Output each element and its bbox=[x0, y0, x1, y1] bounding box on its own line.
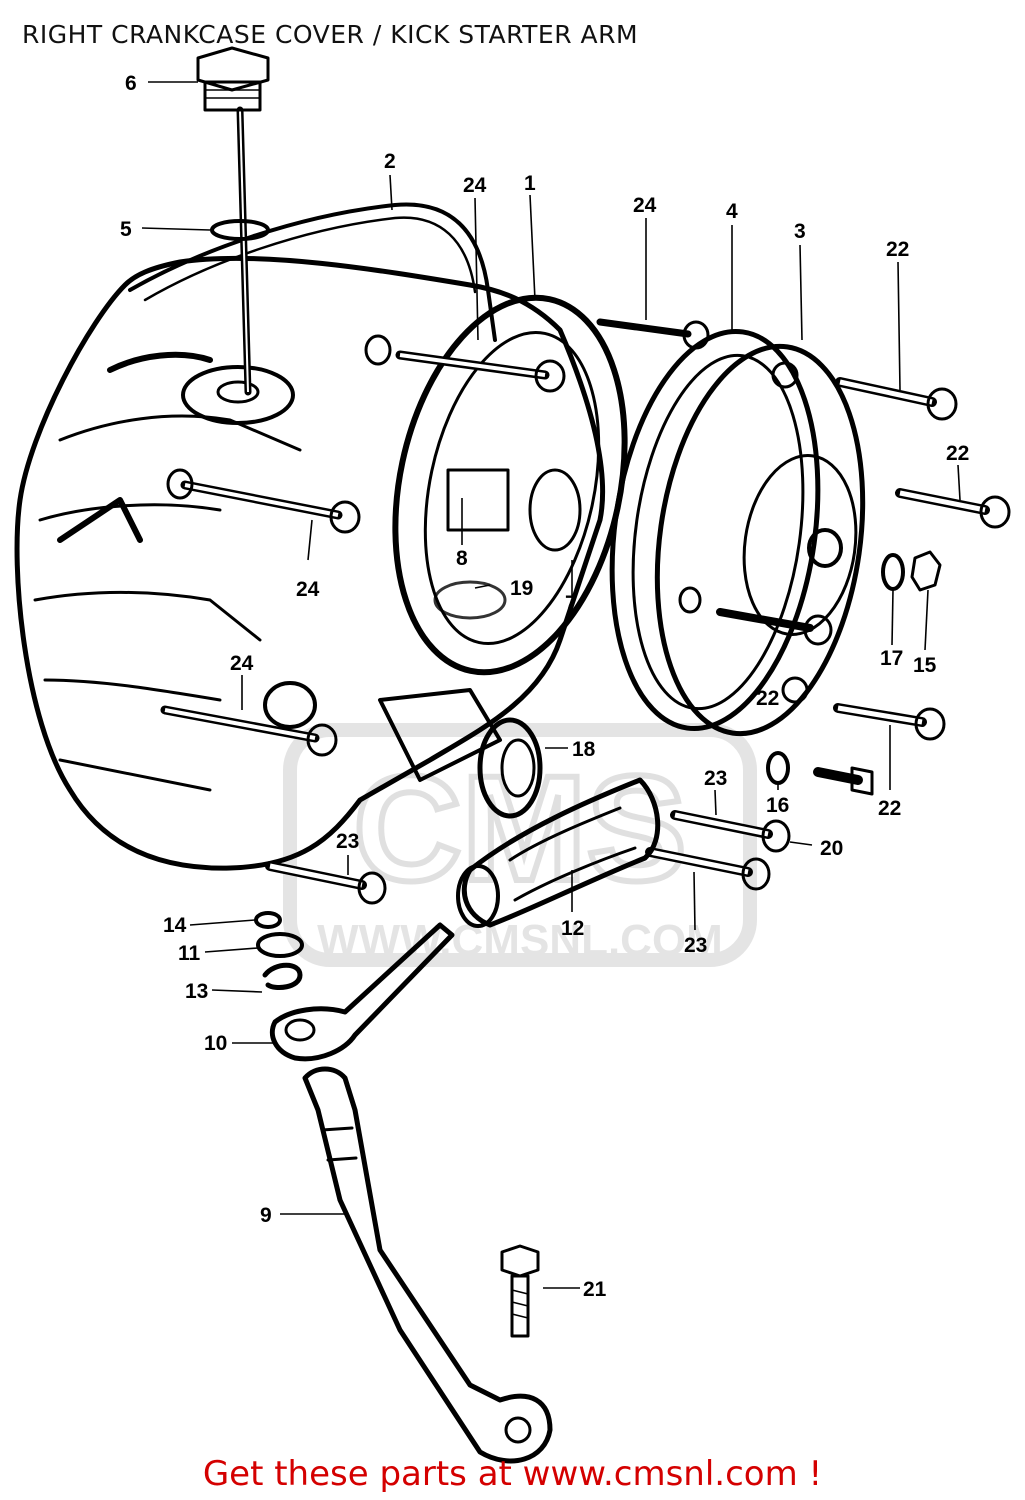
gasket-inner-edge bbox=[143, 216, 477, 302]
footer-link[interactable]: Get these parts at www.cmsnl.com ! bbox=[202, 1454, 823, 1494]
callout-23-c: 23 bbox=[684, 934, 707, 957]
screw-24-right bbox=[596, 318, 710, 350]
callout-23-b: 23 bbox=[336, 830, 359, 853]
oil-dipstick bbox=[196, 46, 270, 396]
spring-13 bbox=[262, 962, 303, 990]
callout-8: 8 bbox=[456, 547, 468, 570]
callout-17: 17 bbox=[880, 647, 903, 670]
clutch-cover bbox=[654, 343, 866, 737]
callout-23-a: 23 bbox=[704, 767, 727, 790]
callout-10: 10 bbox=[204, 1032, 227, 1055]
callout-20: 20 bbox=[820, 837, 843, 860]
page-title: RIGHT CRANKCASE COVER / KICK STARTER ARM bbox=[22, 20, 639, 49]
nut-15 bbox=[910, 550, 942, 592]
screw-22-center bbox=[716, 608, 833, 646]
callout-18: 18 bbox=[572, 738, 596, 761]
kick-starter-pedal bbox=[302, 1066, 553, 1464]
callout-13: 13 bbox=[185, 980, 208, 1003]
callout-16: 16 bbox=[766, 794, 789, 817]
gasket bbox=[128, 202, 497, 342]
leader-lines bbox=[141, 81, 961, 1289]
bolt-21 bbox=[500, 1244, 540, 1338]
screw-24-lower bbox=[160, 705, 338, 757]
callout-15: 15 bbox=[913, 654, 937, 677]
kick-starter-arm bbox=[269, 922, 455, 1062]
callout-6: 6 bbox=[125, 72, 137, 95]
watermark-logo-text: CMS bbox=[353, 744, 686, 912]
callout-24-d: 24 bbox=[230, 652, 254, 675]
screw-23-right-upper bbox=[670, 810, 791, 853]
washer-17 bbox=[881, 553, 905, 591]
screw-22-lower bbox=[833, 703, 946, 741]
washer-11 bbox=[256, 932, 304, 958]
callout-24-b: 24 bbox=[633, 194, 657, 217]
oil-seal-18 bbox=[477, 717, 543, 819]
washer-16 bbox=[766, 751, 790, 785]
callout-22-b: 22 bbox=[946, 442, 969, 465]
callout-2: 2 bbox=[384, 150, 396, 173]
callout-22-a: 22 bbox=[886, 238, 909, 261]
callout-4: 4 bbox=[726, 200, 738, 223]
screw-23-right-lower bbox=[645, 847, 771, 891]
screw-23-left bbox=[265, 861, 387, 905]
callout-5: 5 bbox=[120, 218, 132, 241]
callout-3: 3 bbox=[794, 220, 806, 243]
screw-24-middle bbox=[166, 468, 361, 534]
screw-24-top bbox=[364, 334, 566, 393]
callout-labels: 6 5 2 24 1 24 4 3 22 22 8 19 7 24 24 17 … bbox=[120, 72, 969, 1301]
watermark-url: WWW.CMSNL.COM bbox=[317, 916, 723, 965]
washer-14 bbox=[254, 911, 282, 929]
watermark: CMS WWW.CMSNL.COM bbox=[283, 723, 757, 967]
callout-21: 21 bbox=[583, 1278, 607, 1301]
callout-12: 12 bbox=[561, 917, 584, 940]
callout-19: 19 bbox=[510, 577, 533, 600]
callout-7: 7 bbox=[565, 592, 577, 615]
bolt-20 bbox=[813, 766, 874, 796]
clutch-cover-gasket bbox=[609, 328, 821, 732]
callout-24-c: 24 bbox=[296, 578, 320, 601]
screw-22-side bbox=[895, 488, 1011, 529]
callout-24-a: 24 bbox=[463, 174, 487, 197]
screw-22-top bbox=[835, 377, 958, 421]
callout-22-c: 22 bbox=[756, 687, 779, 710]
callout-11: 11 bbox=[178, 942, 201, 965]
watermark-logo: CMS bbox=[283, 723, 757, 967]
callout-22-d: 22 bbox=[878, 797, 901, 820]
crankcase-cover bbox=[14, 255, 628, 871]
dipstick-o-ring bbox=[210, 219, 270, 241]
callout-9: 9 bbox=[260, 1204, 272, 1227]
callout-1: 1 bbox=[524, 172, 536, 195]
callout-14: 14 bbox=[163, 914, 187, 937]
kick-starter-rubber bbox=[456, 777, 661, 928]
